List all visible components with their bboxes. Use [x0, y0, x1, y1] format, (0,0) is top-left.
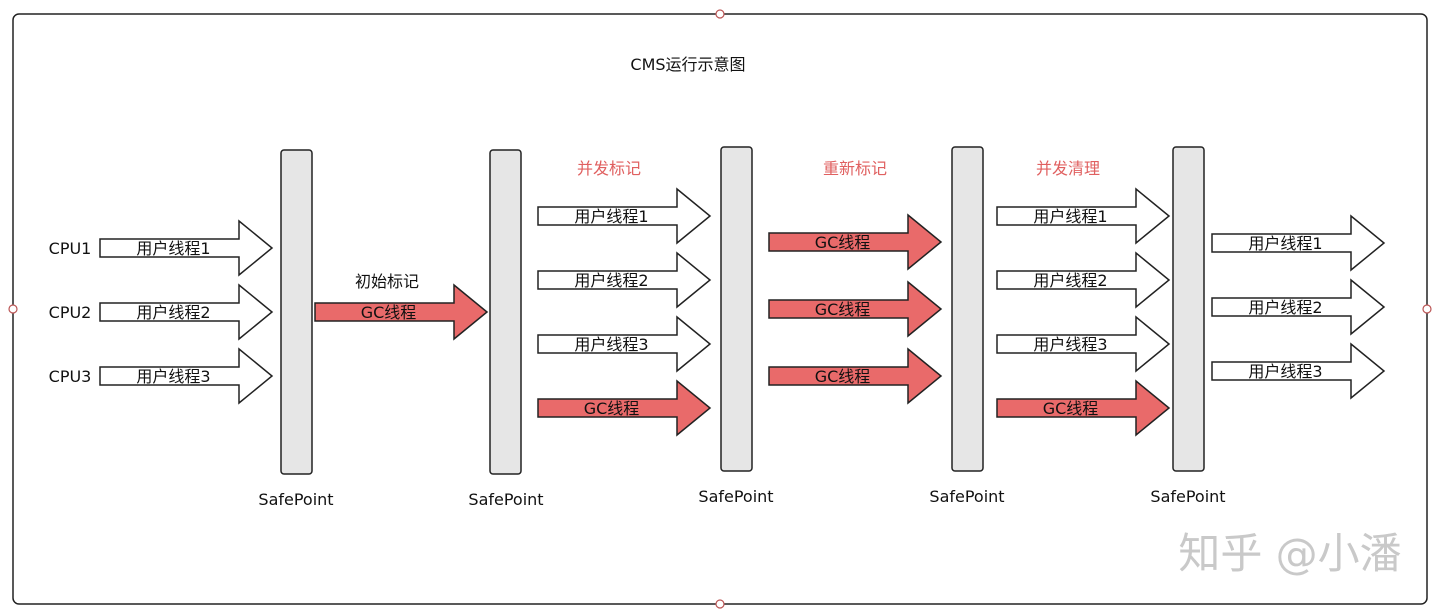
arrow-label: 用户线程1 [1033, 207, 1107, 226]
user-thread-arrow: 用户线程2 [99, 283, 274, 341]
safepoint-label: SafePoint [468, 490, 543, 509]
gc-thread-arrow: GC线程 [768, 213, 943, 271]
safepoint-2: SafePoint [468, 149, 544, 509]
gc-thread-arrow: GC线程 [314, 283, 489, 341]
user-thread-arrow: 用户线程1 [996, 187, 1171, 245]
arrow-shape [314, 283, 489, 341]
phase-label-concurrent-mark: 并发标记 [577, 159, 641, 178]
user-thread-arrow: 用户线程2 [996, 251, 1171, 309]
arrow-shape [768, 213, 943, 271]
phase-label-initial-mark: 初始标记 [355, 272, 419, 291]
arrow-shape [768, 347, 943, 405]
phase-label-concurrent-sweep: 并发清理 [1036, 159, 1100, 178]
arrow-label: 用户线程2 [1033, 271, 1107, 290]
arrow-label: GC线程 [361, 303, 417, 322]
safepoint-label: SafePoint [698, 487, 773, 506]
thread-arrows: 用户线程1用户线程2用户线程3GC线程用户线程1用户线程2用户线程3GC线程GC… [99, 187, 1386, 437]
safepoint-bar [720, 146, 753, 472]
frame-handle-bottom[interactable] [715, 599, 725, 609]
arrow-shape [1211, 214, 1386, 272]
safepoint-5: SafePoint [1150, 146, 1226, 506]
arrow-label: 用户线程2 [574, 271, 648, 290]
frame-handle-right[interactable] [1422, 304, 1432, 314]
arrow-shape [99, 283, 274, 341]
cpu-label-3: CPU3 [49, 367, 92, 386]
arrow-shape [996, 251, 1171, 309]
cpu-label-2: CPU2 [49, 303, 92, 322]
diagram-title: CMS运行示意图 [630, 55, 745, 74]
arrow-shape [996, 187, 1171, 245]
cpu-label-1: CPU1 [49, 239, 92, 258]
gc-thread-arrow: GC线程 [537, 379, 712, 437]
gc-thread-arrow: GC线程 [768, 347, 943, 405]
user-thread-arrow: 用户线程2 [1211, 278, 1386, 336]
user-thread-arrow: 用户线程1 [1211, 214, 1386, 272]
arrow-shape [537, 379, 712, 437]
safepoint-label: SafePoint [929, 487, 1004, 506]
user-thread-arrow: 用户线程3 [996, 315, 1171, 373]
safepoint-bar [951, 146, 984, 472]
safepoint-3: SafePoint [698, 146, 774, 506]
arrow-label: 用户线程3 [136, 367, 210, 386]
user-thread-arrow: 用户线程1 [99, 219, 274, 277]
arrow-label: 用户线程1 [1248, 234, 1322, 253]
arrow-label: 用户线程3 [1248, 362, 1322, 381]
user-thread-arrow: 用户线程2 [537, 251, 712, 309]
arrow-shape [1211, 278, 1386, 336]
arrow-shape [99, 347, 274, 405]
gc-thread-arrow: GC线程 [768, 280, 943, 338]
user-thread-arrow: 用户线程3 [537, 315, 712, 373]
arrow-shape [537, 315, 712, 373]
phase-label-remark: 重新标记 [823, 159, 887, 178]
user-thread-arrow: 用户线程1 [537, 187, 712, 245]
arrow-label: 用户线程3 [1033, 335, 1107, 354]
arrow-label: 用户线程2 [1248, 298, 1322, 317]
arrow-shape [1211, 342, 1386, 400]
arrow-label: 用户线程1 [136, 239, 210, 258]
arrow-label: GC线程 [584, 399, 640, 418]
arrow-label: GC线程 [815, 300, 871, 319]
arrow-label: 用户线程3 [574, 335, 648, 354]
arrow-shape [537, 187, 712, 245]
arrow-shape [537, 251, 712, 309]
arrow-label: GC线程 [815, 367, 871, 386]
arrow-label: GC线程 [815, 233, 871, 252]
safepoint-4: SafePoint [929, 146, 1005, 506]
user-thread-arrow: 用户线程3 [1211, 342, 1386, 400]
safepoint-bar [280, 149, 313, 475]
arrow-shape [768, 280, 943, 338]
watermark-text: 知乎 @小潘 [1178, 529, 1401, 578]
arrow-label: 用户线程1 [574, 207, 648, 226]
frame-handle-top[interactable] [715, 9, 725, 19]
safepoint-label: SafePoint [1150, 487, 1225, 506]
arrow-shape [99, 219, 274, 277]
arrow-shape [996, 315, 1171, 373]
user-thread-arrow: 用户线程3 [99, 347, 274, 405]
safepoint-bar [489, 149, 522, 475]
safepoint-label: SafePoint [258, 490, 333, 509]
frame-handle-left[interactable] [8, 304, 18, 314]
safepoint-bar [1172, 146, 1205, 472]
arrow-label: 用户线程2 [136, 303, 210, 322]
safepoint-1: SafePoint [258, 149, 334, 509]
arrow-label: GC线程 [1043, 399, 1099, 418]
gc-thread-arrow: GC线程 [996, 379, 1171, 437]
arrow-shape [996, 379, 1171, 437]
